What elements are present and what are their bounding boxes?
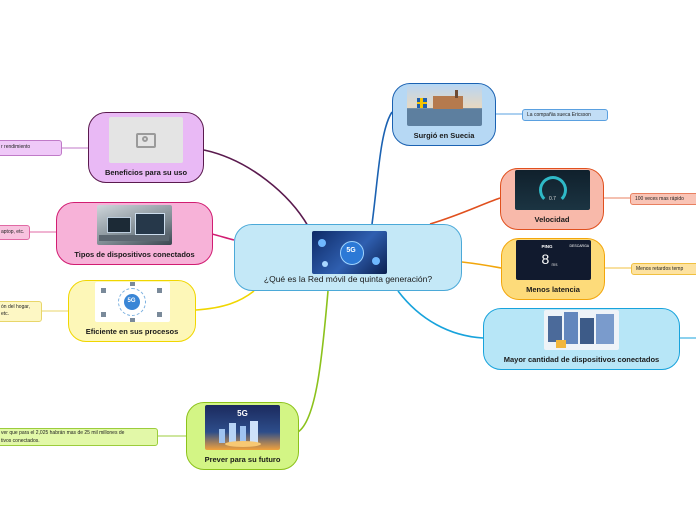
network-5g-image: 5G: [312, 231, 387, 274]
branch-tipos[interactable]: Tipos de dispositivos conectados: [56, 202, 213, 265]
speedometer-image: 0.7: [514, 170, 590, 210]
smart-devices-image: [97, 205, 172, 245]
leaf-tipos[interactable]: aptop, etc.: [0, 225, 30, 240]
branch-tipos-label: Tipos de dispositivos conectados: [74, 250, 195, 259]
connected-devices-image: [544, 310, 619, 350]
central-topic-label: ¿Qué es la Red móvil de quinta generació…: [263, 274, 433, 284]
branch-latencia-label: Menos latencia: [526, 285, 580, 294]
future-5g-city-image: 5G: [205, 405, 280, 450]
branch-eficiente[interactable]: 5G Eficiente en sus procesos: [68, 280, 196, 342]
branch-latencia[interactable]: PING DESCARGA 8 ms Menos latencia: [501, 238, 605, 300]
leaf-beneficios[interactable]: r rendimiento: [0, 140, 62, 156]
branch-beneficios-label: Beneficios para su uso: [104, 168, 188, 177]
branch-velocidad-label: Velocidad: [534, 215, 570, 224]
leaf-eficiente[interactable]: ón del hogar, etc.: [0, 301, 42, 322]
leaf-eficiente-line2: etc.: [1, 311, 10, 318]
branch-velocidad[interactable]: 0.7 Velocidad: [500, 168, 604, 230]
branch-prever[interactable]: 5G Prever para su futuro: [186, 402, 299, 470]
ping-test-image: PING DESCARGA 8 ms: [515, 240, 591, 280]
leaf-eficiente-line1: ón del hogar,: [1, 304, 30, 310]
leaf-prever-line1: ver que para el 2,025 habrán mas de 25 m…: [1, 430, 125, 436]
leaf-prever[interactable]: ver que para el 2,025 habrán mas de 25 m…: [0, 428, 158, 446]
5g-network-diagram-image: 5G: [94, 282, 170, 322]
branch-prever-label: Prever para su futuro: [204, 455, 281, 464]
stockholm-city-image: [406, 86, 482, 126]
leaf-prever-line2: tivos conectados.: [1, 437, 40, 444]
branch-dispositivos[interactable]: Mayor cantidad de dispositivos conectado…: [483, 308, 680, 370]
leaf-suecia[interactable]: La compañia sueca Ericsson: [522, 109, 608, 121]
leaf-latencia[interactable]: Menos retardos temp: [631, 263, 696, 275]
branch-beneficios[interactable]: Beneficios para su uso: [88, 112, 204, 183]
branch-suecia-label: Surgió en Suecia: [413, 131, 475, 140]
leaf-velocidad[interactable]: 100 veces mas rápido: [630, 193, 696, 205]
central-topic-node[interactable]: 5G ¿Qué es la Red móvil de quinta genera…: [234, 224, 462, 291]
branch-eficiente-label: Eficiente en sus procesos: [85, 327, 179, 336]
camera-icon: [136, 132, 156, 148]
branch-dispositivos-label: Mayor cantidad de dispositivos conectado…: [503, 355, 660, 364]
branch-suecia[interactable]: Surgió en Suecia: [392, 83, 496, 146]
camera-placeholder-image: [109, 117, 183, 163]
